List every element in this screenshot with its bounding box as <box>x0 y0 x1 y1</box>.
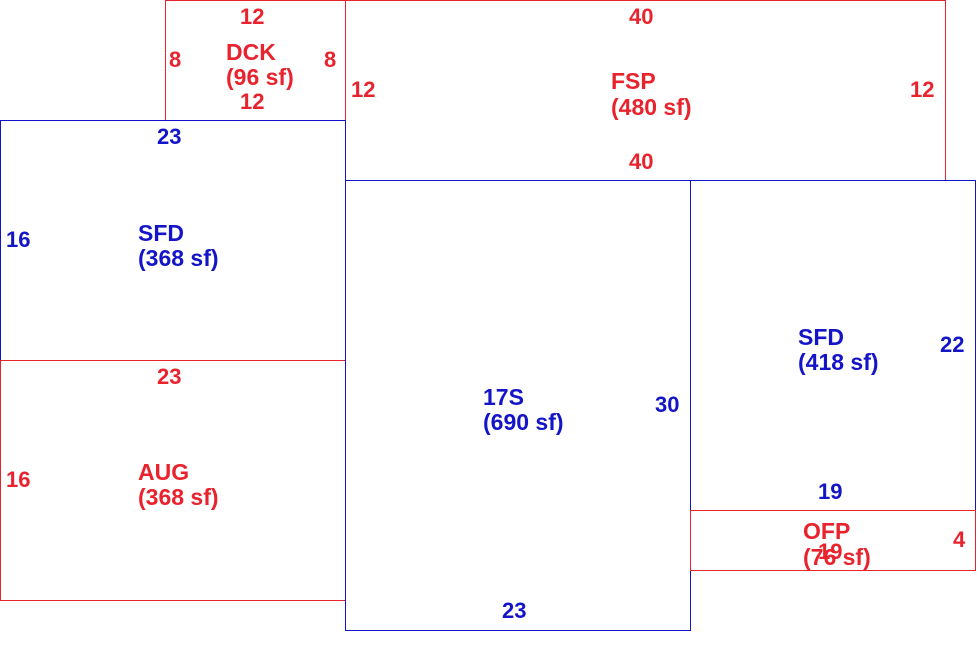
dck-dim-top: 12 <box>240 4 265 29</box>
sfd-right-area: (418 sf) <box>798 349 879 375</box>
fsp-code: FSP <box>611 68 656 94</box>
ofp-outline <box>690 510 976 571</box>
ofp-code: OFP <box>803 518 851 544</box>
ofp-dim-right: 4 <box>953 527 966 552</box>
dck-dim-left: 8 <box>169 47 182 72</box>
dck-dim-right: 8 <box>324 47 337 72</box>
dck-code: DCK <box>226 39 276 65</box>
fsp-dim-top: 40 <box>629 4 654 29</box>
sfd-right-code: SFD <box>798 324 844 350</box>
17s-dim-bottom: 23 <box>502 598 527 623</box>
aug-area: (368 sf) <box>138 484 219 510</box>
sfd-left-dim-left: 16 <box>6 227 31 252</box>
aug-code: AUG <box>138 459 190 485</box>
fsp-dim-bottom: 40 <box>629 149 654 174</box>
aug-dim-top: 23 <box>157 364 182 389</box>
dck-area: (96 sf) <box>226 64 294 90</box>
aug-dim-left: 16 <box>6 467 31 492</box>
dck-dim-bottom: 12 <box>240 89 265 114</box>
sfd-left-code: SFD <box>138 220 184 246</box>
ofp-dim-top: 19 <box>818 539 843 564</box>
sfd-right-dim-right: 22 <box>940 332 965 357</box>
sfd-left-dim-top: 23 <box>157 124 182 149</box>
ofp-area: (76 sf) <box>803 544 871 570</box>
17s-dim-right: 30 <box>655 392 680 417</box>
fsp-dim-right: 12 <box>910 77 935 102</box>
sfd-left-area: (368 sf) <box>138 245 219 271</box>
17s-area: (690 sf) <box>483 409 564 435</box>
sfd-right-dim-bottom: 19 <box>818 479 843 504</box>
fsp-dim-left: 12 <box>351 77 376 102</box>
17s-code: 17S <box>483 384 524 410</box>
fsp-area: (480 sf) <box>611 94 692 120</box>
